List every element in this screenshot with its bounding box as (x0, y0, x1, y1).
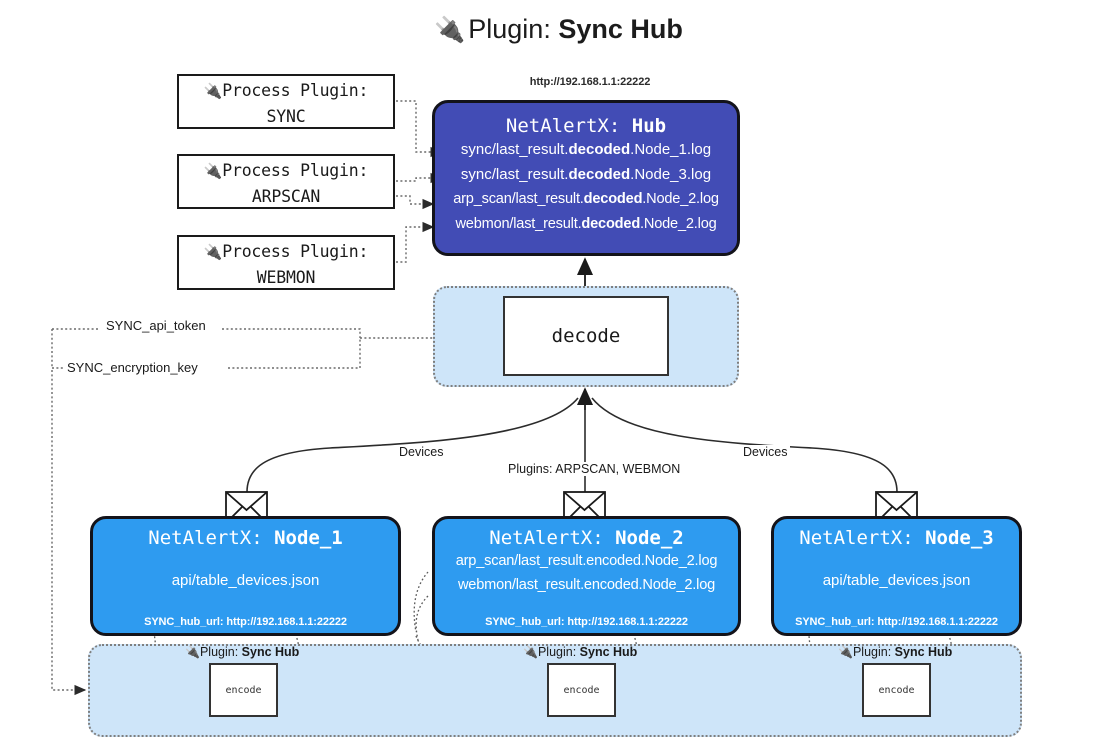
node-resource-line: api/table_devices.json (171, 572, 320, 589)
node-title-prefix: NetAlertX: (148, 527, 263, 549)
hub-title-prefix: NetAlertX: (505, 115, 621, 137)
edge-label-plugins-middle: Plugins: ARPSCAN, WEBMON (505, 462, 684, 476)
encode-box-node-2[interactable]: encode (547, 663, 616, 717)
hub-url-label: http://192.168.1.1:22222 (529, 76, 651, 88)
plug-icon: 🔌 (838, 645, 853, 659)
node-title: NetAlertX: Node_1 (93, 527, 398, 549)
node-title-name: Node_3 (925, 527, 994, 549)
plug-icon: 🔌 (523, 645, 538, 659)
node-box-node-1[interactable]: NetAlertX: Node_1 api/table_devices.json… (90, 516, 401, 636)
node-box-node-3[interactable]: NetAlertX: Node_3 api/table_devices.json… (771, 516, 1022, 636)
process-plugin-box-arpscan[interactable]: 🔌Process Plugin: ARPSCAN (177, 154, 395, 209)
plug-icon: 🔌 (185, 645, 200, 659)
process-plugin-line1: 🔌Process Plugin: (203, 161, 369, 180)
hub-title: NetAlertX: Hub (435, 115, 737, 137)
node-title-name: Node_1 (274, 527, 343, 549)
hub-node-box[interactable]: NetAlertX: Hub sync/last_result.decoded.… (432, 100, 740, 256)
node-resource-line: api/table_devices.json (822, 572, 971, 589)
plugin-tag-node-1: 🔌Plugin: Sync Hub (185, 645, 300, 659)
edge-label-devices-right: Devices (740, 445, 791, 459)
page-title-prefix: Plugin: (468, 14, 551, 44)
process-plugin-box-sync[interactable]: 🔌Process Plugin: SYNC (177, 74, 395, 129)
hub-title-name: Hub (631, 115, 667, 137)
node-title-prefix: NetAlertX: (799, 527, 914, 549)
edge-label-api-token: SYNC_api_token (103, 318, 209, 333)
node-hub-url-label: SYNC_hub_url: http://192.168.1.1:22222 (485, 616, 688, 628)
plug-icon: 🔌 (203, 162, 223, 180)
page-title-name: Sync Hub (558, 14, 683, 44)
decode-box[interactable]: decode (503, 296, 669, 376)
node-title-name: Node_2 (615, 527, 684, 549)
plugin-tag-node-2: 🔌Plugin: Sync Hub (523, 645, 638, 659)
plug-icon: 🔌 (434, 16, 466, 44)
hub-log-line: webmon/last_result.decoded.Node_2.log (455, 216, 717, 232)
hub-log-line: sync/last_result.decoded.Node_1.log (460, 141, 712, 158)
process-plugin-line1: 🔌Process Plugin: (203, 242, 369, 261)
edge-label-encryption-key: SYNC_encryption_key (64, 360, 201, 375)
process-plugin-line1: 🔌Process Plugin: (203, 81, 369, 100)
node-resource-line: arp_scan/last_result.encoded.Node_2.log (455, 553, 718, 569)
plug-icon: 🔌 (203, 243, 223, 261)
node-resource-line: webmon/last_result.encoded.Node_2.log (457, 577, 716, 593)
edge-label-devices-left: Devices (396, 445, 447, 459)
hub-log-line: arp_scan/last_result.decoded.Node_2.log (453, 191, 719, 207)
plug-icon: 🔌 (203, 82, 223, 100)
node-title: NetAlertX: Node_3 (774, 527, 1019, 549)
plugin-tag-node-3: 🔌Plugin: Sync Hub (838, 645, 953, 659)
node-box-node-2[interactable]: NetAlertX: Node_2 arp_scan/last_result.e… (432, 516, 741, 636)
encode-box-node-3[interactable]: encode (862, 663, 931, 717)
page-title: 🔌Plugin: Sync Hub (0, 14, 1117, 45)
node-hub-url-label: SYNC_hub_url: http://192.168.1.1:22222 (795, 616, 998, 628)
node-hub-url-label: SYNC_hub_url: http://192.168.1.1:22222 (144, 616, 347, 628)
process-plugin-line2: SYNC (266, 107, 306, 126)
node-title-prefix: NetAlertX: (489, 527, 604, 549)
node-title: NetAlertX: Node_2 (435, 527, 738, 549)
process-plugin-line2: WEBMON (256, 268, 316, 287)
encode-box-node-1[interactable]: encode (209, 663, 278, 717)
process-plugin-line2: ARPSCAN (251, 187, 321, 206)
process-plugin-box-webmon[interactable]: 🔌Process Plugin: WEBMON (177, 235, 395, 290)
hub-log-line: sync/last_result.decoded.Node_3.log (460, 166, 712, 183)
